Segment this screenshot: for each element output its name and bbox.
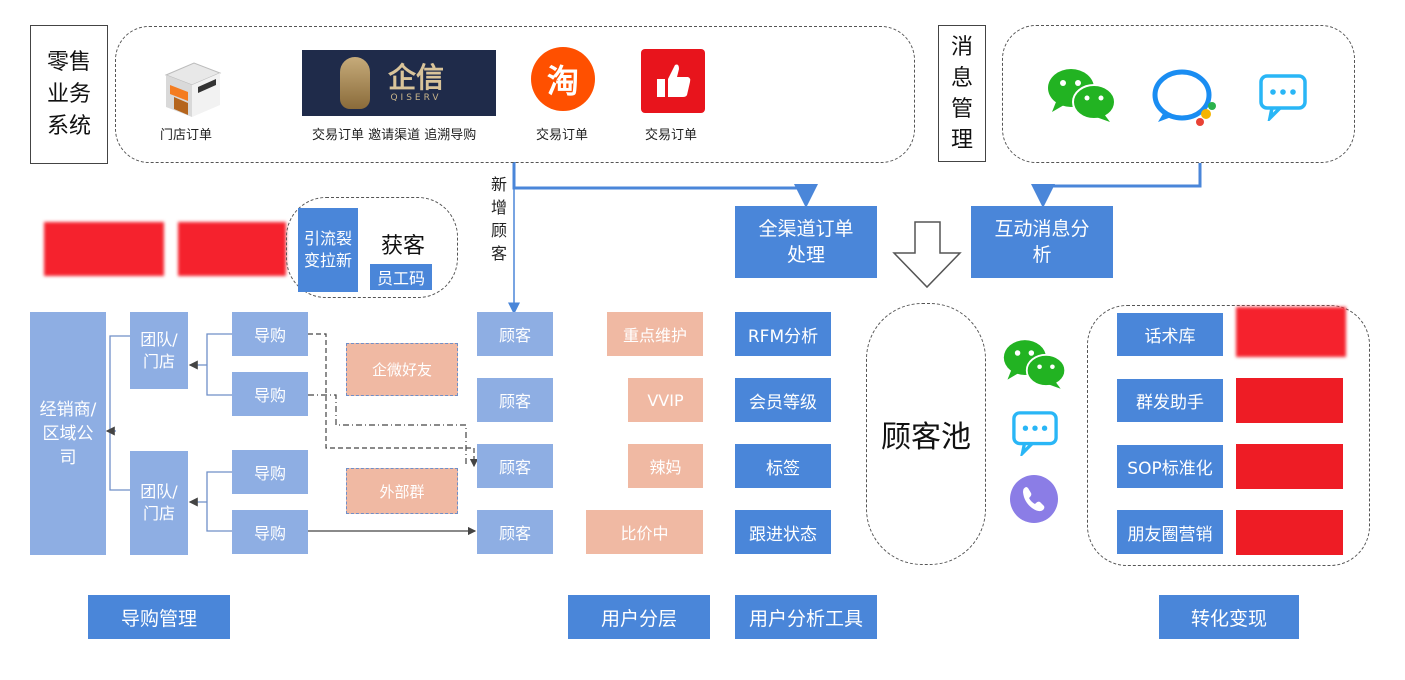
message-icon (1011, 410, 1059, 459)
store-icon (158, 57, 228, 121)
retail-system-title-box: 零售业务系统 (30, 25, 108, 164)
traffic-fission-box: 引流裂变拉新 (298, 208, 358, 292)
retail-channels-group (115, 26, 915, 163)
layer-box: 比价中 (586, 510, 703, 554)
customer-box: 顾客 (477, 444, 553, 488)
penguin-icon (340, 57, 370, 109)
retail-system-title: 零售业务系统 (46, 49, 91, 139)
acquire-title: 获客 (380, 234, 425, 259)
phone-icon (1010, 475, 1058, 523)
distributor-box: 经销商/区域公司 (30, 312, 106, 555)
customer-box: 顾客 (477, 510, 553, 554)
conversion-group (1087, 305, 1370, 566)
analysis-tools-label: 用户分析工具 (735, 595, 877, 639)
wechat-icon (1046, 66, 1118, 124)
shopper-box: 导购 (232, 312, 308, 356)
layer-box: 重点维护 (607, 312, 703, 356)
conversion-box: 朋友圈营销 (1117, 510, 1223, 554)
conversion-box: 话术库 (1117, 313, 1223, 356)
layer-box: VVIP (628, 378, 703, 422)
analysis-box: 会员等级 (735, 378, 831, 422)
analysis-box: 跟进状态 (735, 510, 831, 554)
customer-box: 顾客 (477, 312, 553, 356)
user-layers-label: 用户分层 (568, 595, 710, 639)
qiserv-logo: 企信 QISERV (302, 50, 496, 116)
wechat-icon (1002, 337, 1068, 391)
redacted-block (1236, 378, 1343, 423)
redacted-block (44, 222, 164, 276)
conversion-label: 转化变现 (1159, 595, 1299, 639)
acquire-group (286, 197, 458, 298)
message-management-title: 消息管理 (950, 34, 973, 153)
analysis-box: RFM分析 (735, 312, 831, 356)
team-store-box: 团队/门店 (130, 451, 188, 555)
customer-pool: 顾客池 (866, 303, 986, 565)
taobao-glyph: 淘 (546, 62, 579, 100)
guide-management-label: 导购管理 (88, 595, 230, 639)
messaging-group (1002, 25, 1355, 163)
analysis-box: 标签 (735, 444, 831, 488)
conversion-box: 群发助手 (1117, 379, 1223, 422)
external-group-box: 外部群 (346, 468, 458, 514)
qiserv-logo-text: QISERV (390, 93, 442, 103)
employee-code-badge: 员工码 (370, 264, 432, 290)
message-analysis-box: 互动消息分析 (971, 206, 1113, 278)
team-store-box: 团队/门店 (130, 312, 188, 389)
taobao-order-label: 交易订单 (536, 128, 589, 143)
redacted-block (1236, 444, 1343, 489)
conversion-box: SOP标准化 (1117, 445, 1223, 488)
thumbs-order-label: 交易订单 (645, 128, 698, 143)
shopper-box: 导购 (232, 450, 308, 494)
taobao-icon: 淘 (531, 47, 595, 111)
new-customer-label: 新增顾客 (490, 175, 509, 263)
redacted-block (178, 222, 286, 276)
thumbs-up-icon (641, 49, 705, 113)
shopper-box: 导购 (232, 510, 308, 554)
customer-box: 顾客 (477, 378, 553, 422)
customer-pool-title: 顾客池 (881, 420, 971, 455)
layer-box: 辣妈 (628, 444, 703, 488)
message-icon (1258, 73, 1308, 124)
qiserv-order-label: 交易订单 邀请渠道 追溯导购 (312, 128, 477, 143)
chat-bubble-icon (1150, 68, 1220, 126)
order-processing-box: 全渠道订单处理 (735, 206, 877, 278)
redacted-block (1236, 510, 1343, 555)
wecom-friend-box: 企微好友 (346, 343, 458, 396)
message-management-title-box: 消息管理 (938, 25, 986, 162)
shopper-box: 导购 (232, 372, 308, 416)
store-order-label: 门店订单 (160, 128, 213, 143)
redacted-block (1236, 307, 1346, 357)
